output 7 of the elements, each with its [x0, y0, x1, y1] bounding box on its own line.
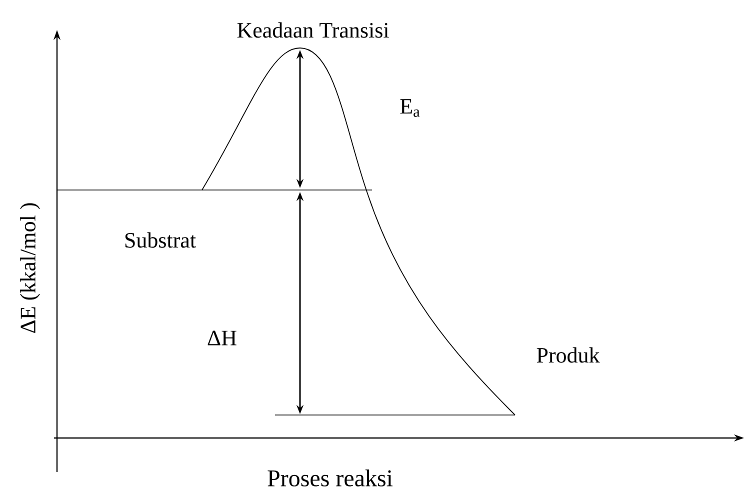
state-label: Keadaan Transisi: [237, 22, 389, 38]
level-label: Produk: [536, 347, 600, 363]
level-label: Substrat: [125, 232, 196, 248]
enthalpy-label: ΔH: [208, 330, 236, 346]
axis-title: ΔE (kkal/mol ): [20, 203, 40, 333]
energy-label: E$_{a}$: [400, 99, 420, 117]
axis-title: Proses reaksi: [268, 470, 393, 486]
